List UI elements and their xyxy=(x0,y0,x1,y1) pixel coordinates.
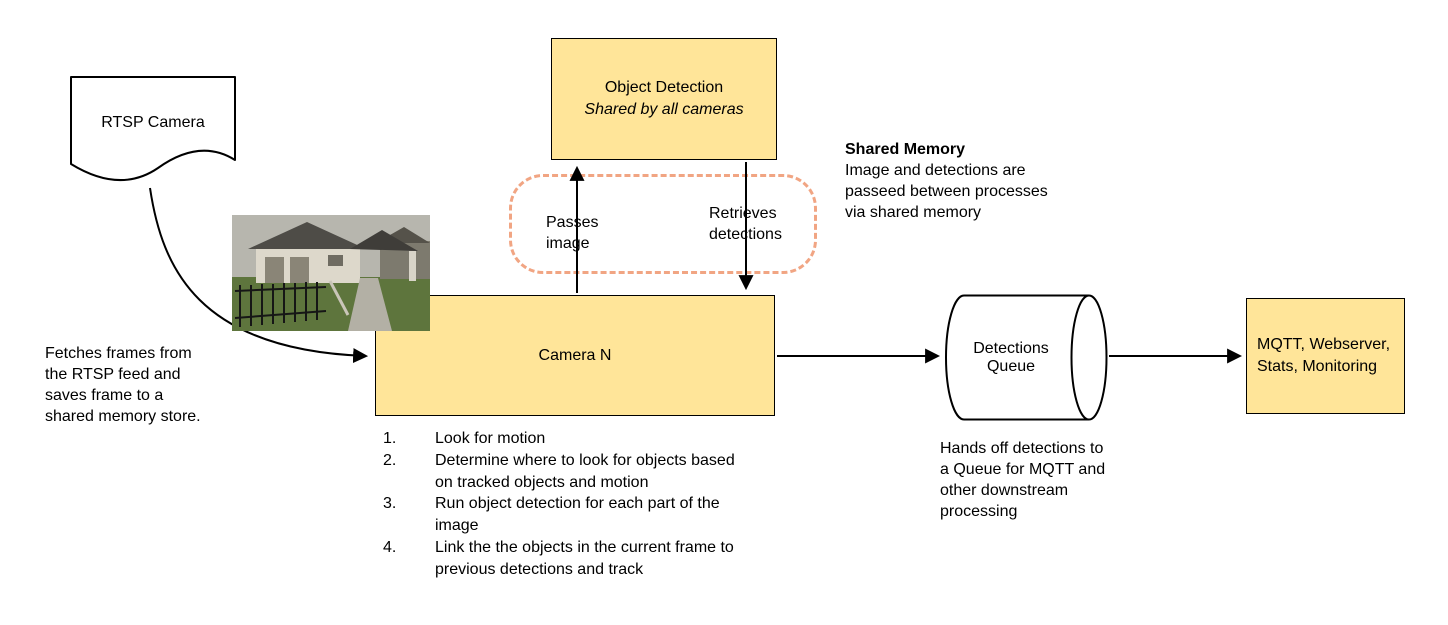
step-text: Link the the objects in the current fram… xyxy=(435,538,734,578)
shared-memory-note-title: Shared Memory xyxy=(845,141,966,158)
sinks-node: MQTT, Webserver, Stats, Monitoring xyxy=(1246,298,1405,414)
step-text: Run object detection for each part of th… xyxy=(435,495,720,534)
shared-memory-region xyxy=(509,174,817,274)
camera-step-3: 3. Run object detection for each part of… xyxy=(383,493,763,537)
queue-handoff-note: Hands off detections to a Queue for MQTT… xyxy=(940,440,1106,521)
camera-steps-list: 1. Look for motion 2. Determine where to… xyxy=(383,428,763,580)
shared-memory-note: Shared Memory Image and detections are p… xyxy=(845,139,1053,223)
camera-n-node: Camera N xyxy=(375,295,775,416)
step-number: 1. xyxy=(383,430,397,447)
camera-n-label: Camera N xyxy=(538,346,612,364)
step-text: Look for motion xyxy=(435,430,546,447)
shared-memory-note-body: Image and detections are passeed between… xyxy=(845,162,1048,222)
step-number: 2. xyxy=(383,451,397,469)
step-number: 4. xyxy=(383,538,397,556)
object-detection-subtitle: Shared by all cameras xyxy=(584,101,744,118)
detections-queue-label: Detections Queue xyxy=(973,339,1049,375)
step-text: Determine where to look for objects base… xyxy=(435,451,735,491)
camera-snapshot-image xyxy=(232,215,430,331)
camera-step-2: 2. Determine where to look for objects b… xyxy=(383,450,763,494)
passes-image-label: Passes image xyxy=(546,214,599,252)
camera-step-1: 1. Look for motion xyxy=(383,428,763,450)
rtsp-camera-label: RTSP Camera xyxy=(101,114,205,131)
object-detection-title: Object Detection xyxy=(604,79,724,97)
cylinder-shape-icon xyxy=(945,294,1108,421)
fetch-frames-note: Fetches frames from the RTSP feed and sa… xyxy=(45,345,201,426)
rtsp-camera-node: RTSP Camera xyxy=(70,76,236,206)
object-detection-node: Object Detection Shared by all cameras xyxy=(551,38,777,160)
sinks-label: MQTT, Webserver, Stats, Monitoring xyxy=(1257,336,1391,375)
document-shape-icon xyxy=(70,76,236,181)
step-number: 3. xyxy=(383,495,397,513)
detections-queue-node: Detections Queue xyxy=(945,294,1108,421)
camera-step-4: 4. Link the the objects in the current f… xyxy=(383,537,763,581)
retrieves-detections-label: Retrieves detections xyxy=(709,205,782,243)
